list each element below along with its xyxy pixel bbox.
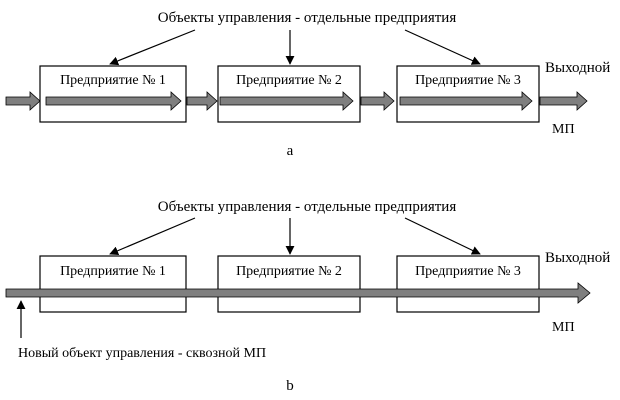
enterprise-box-a-3 [396, 65, 540, 123]
control-pointer-a-3 [404, 29, 481, 65]
output-label-a: Выходной [545, 60, 610, 76]
enterprise-box-a-2 [217, 65, 361, 123]
diagram-a-header: Объекты управления - отдельные предприят… [158, 10, 457, 26]
flow-arrow-a-1 [45, 91, 182, 111]
flow-arrow-a-link-1 [186, 91, 218, 111]
flow-arrow-a-output [539, 91, 588, 111]
enterprise-label-b-1: Предприятие № 1 [60, 264, 166, 279]
output-label-b: Выходной [545, 250, 610, 266]
caption-b: b [286, 378, 294, 394]
enterprise-label-b-3: Предприятие № 3 [415, 264, 521, 279]
control-pointer-b-1 [109, 217, 196, 255]
enterprise-label-a-1: Предприятие № 1 [60, 73, 166, 88]
diagram-b: Объекты управления - отдельные предприят… [5, 199, 610, 394]
new-object-label: Новый объект управления - сквозной МП [18, 346, 266, 361]
flow-arrow-a-link-2 [360, 91, 395, 111]
flow-arrow-a-input [5, 91, 41, 111]
diagram-a: Объекты управления - отдельные предприят… [5, 10, 610, 159]
enterprise-box-b-1 [39, 255, 187, 313]
diagram-b-header: Объекты управления - отдельные предприят… [158, 199, 457, 215]
enterprise-box-b-2 [217, 255, 361, 313]
output-mp-label-a: МП [552, 122, 575, 137]
enterprise-label-b-2: Предприятие № 2 [236, 264, 342, 279]
control-pointer-b-3 [404, 217, 481, 255]
control-pointer-a-1 [109, 29, 196, 66]
caption-a: а [287, 143, 294, 159]
enterprise-label-a-3: Предприятие № 3 [415, 73, 521, 88]
flow-arrow-a-3 [399, 91, 533, 111]
enterprise-label-a-2: Предприятие № 2 [236, 73, 342, 88]
output-mp-label-b: МП [552, 320, 575, 335]
flow-arrow-a-2 [219, 91, 354, 111]
through-flow-arrow-b [5, 282, 591, 304]
enterprise-box-a-1 [39, 65, 187, 123]
enterprise-box-b-3 [396, 255, 540, 313]
